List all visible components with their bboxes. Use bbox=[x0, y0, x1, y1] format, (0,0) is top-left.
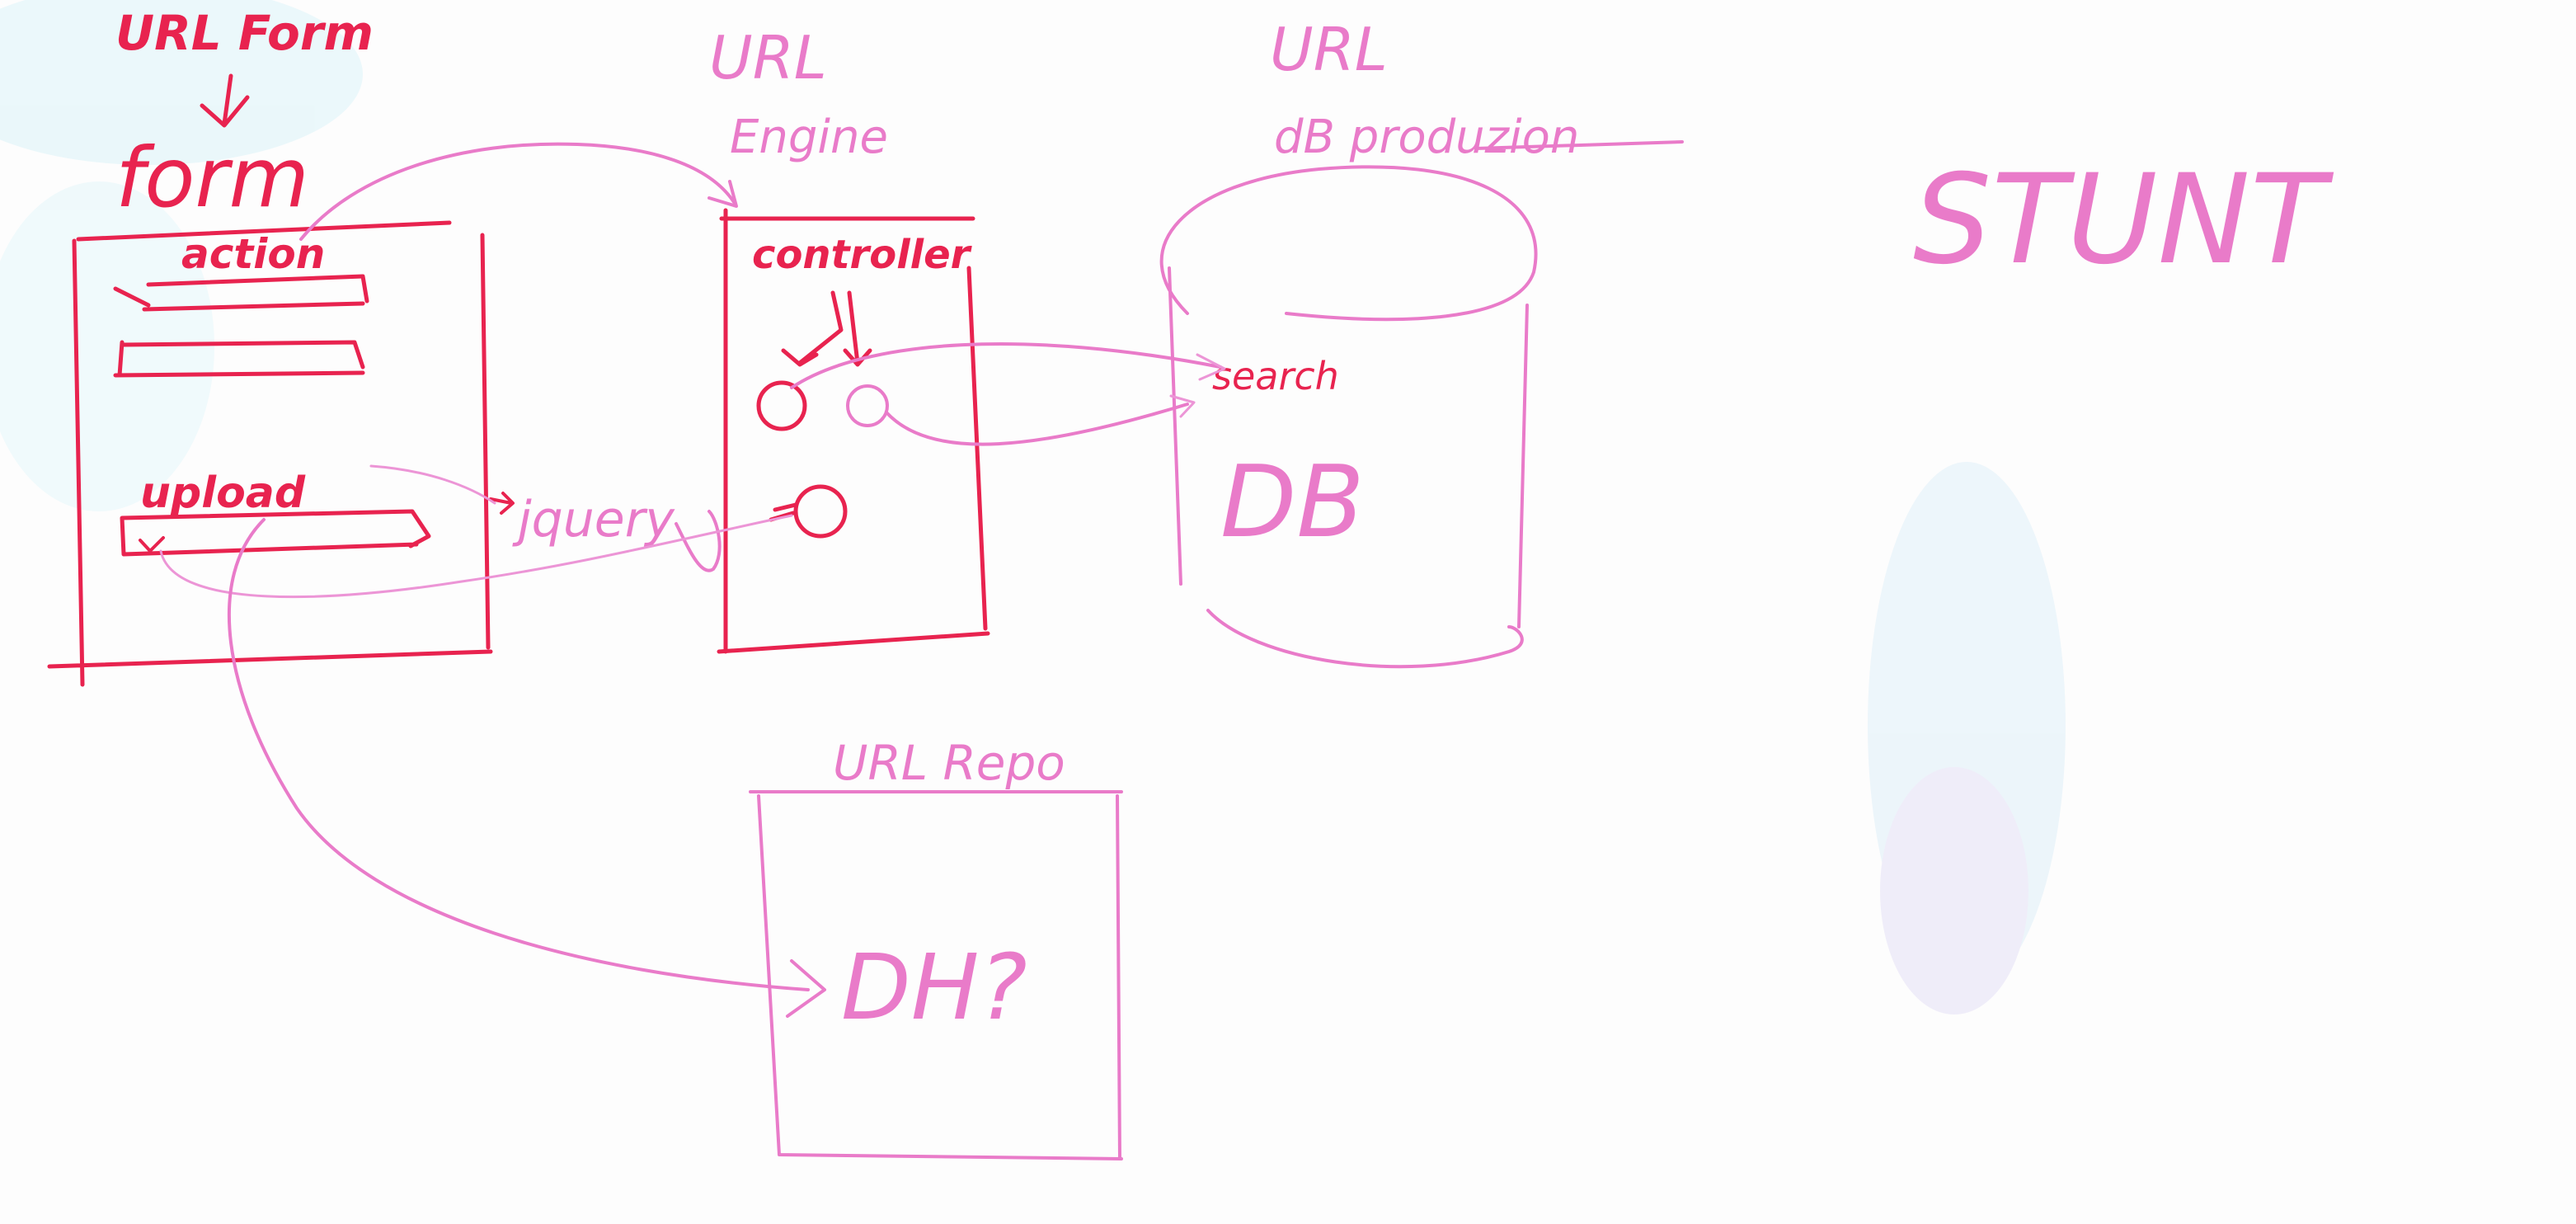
upload-label: upload bbox=[140, 468, 306, 518]
form-label: form bbox=[115, 129, 309, 226]
url-db-block: URL dB produzion search DB bbox=[1159, 15, 1684, 669]
search-label: search bbox=[1212, 354, 1339, 398]
engine-node-2 bbox=[846, 384, 889, 427]
connections bbox=[159, 142, 1226, 1018]
engine-to-search bbox=[790, 342, 1222, 389]
action-field-1 bbox=[113, 274, 369, 312]
engine-to-search-head bbox=[1196, 353, 1226, 381]
eraser-smudges bbox=[0, 0, 2066, 1015]
url-db-title-underline bbox=[1474, 140, 1684, 150]
db-label: DB bbox=[1220, 445, 1365, 560]
url-form-block: URL Form form action upload bbox=[47, 5, 493, 687]
upload-to-repo bbox=[228, 518, 810, 991]
engine-node-to-db-head bbox=[1169, 394, 1196, 418]
form-box bbox=[47, 220, 493, 687]
form-to-engine-arrowhead bbox=[707, 180, 738, 208]
url-db-title-1: URL bbox=[1270, 15, 1388, 84]
url-db-title-2: dB produzion bbox=[1274, 111, 1579, 164]
repo-box bbox=[749, 790, 1123, 1160]
jquery-arrow-in bbox=[489, 492, 515, 515]
upload-to-jquery bbox=[369, 464, 496, 505]
url-repo-block: URL Repo DH? bbox=[749, 735, 1123, 1160]
down-arrow bbox=[200, 73, 250, 128]
controller-label: controller bbox=[752, 232, 973, 278]
engine-box bbox=[717, 208, 990, 654]
db-cylinder-right bbox=[1517, 304, 1529, 628]
upload-field bbox=[120, 509, 431, 557]
url-form-title: URL Form bbox=[115, 5, 374, 61]
upload-to-repo-head bbox=[786, 959, 826, 1018]
db-cylinder-top bbox=[1159, 165, 1538, 322]
db-cylinder-bottom bbox=[1206, 609, 1524, 669]
jquery-label: jquery bbox=[512, 491, 675, 548]
engine-node-1 bbox=[756, 380, 807, 431]
engine-node-3 bbox=[793, 484, 848, 539]
form-to-engine-arrow bbox=[299, 142, 736, 241]
jquery-loop bbox=[675, 510, 722, 572]
stunt-label: STUNT bbox=[1913, 148, 2334, 292]
upload-to-engine-node bbox=[159, 514, 793, 599]
upload-cursor-mark bbox=[139, 536, 165, 553]
dh-label: DH? bbox=[841, 934, 1027, 1040]
url-engine-block: URL Engine controller bbox=[709, 23, 990, 654]
db-cylinder-left bbox=[1168, 266, 1182, 586]
url-engine-title-1: URL bbox=[709, 23, 827, 92]
engine-node-to-db bbox=[885, 403, 1189, 446]
url-repo-title: URL Repo bbox=[833, 735, 1065, 791]
url-engine-title-2: Engine bbox=[730, 111, 888, 164]
controller-arrows bbox=[781, 290, 872, 367]
action-field-2 bbox=[113, 340, 365, 378]
